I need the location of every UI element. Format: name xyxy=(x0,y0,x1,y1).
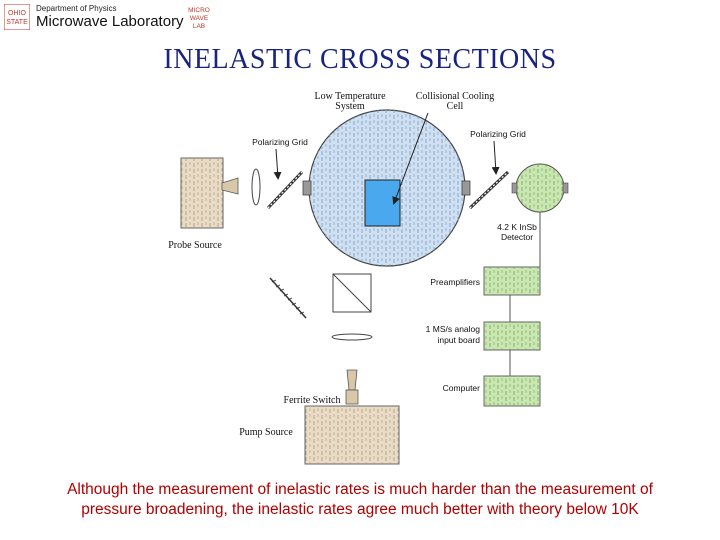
computer-box xyxy=(483,375,541,407)
ferrite-switch xyxy=(345,369,359,405)
university-logo: OHIO STATE xyxy=(4,4,30,30)
experiment-diagram: Low Temperature System Collisional Cooli… xyxy=(168,91,569,465)
cooling-cell-pointer xyxy=(392,112,429,205)
pump-source xyxy=(304,405,400,465)
low-temp-label-1: Low Temperature xyxy=(314,91,386,102)
computer-label: Computer xyxy=(443,383,480,393)
caption-line-2: pressure broadening, the inelastic rates… xyxy=(81,501,639,518)
detector-label-1: 4.2 K InSb xyxy=(497,222,537,232)
lab-logo: MICRO WAVE LAB xyxy=(188,7,210,30)
detector-label-2: Detector xyxy=(501,232,533,242)
insb-detector xyxy=(511,163,569,213)
board-label-2: input board xyxy=(437,335,480,345)
cooling-cell-label-1: Collisional Cooling xyxy=(416,91,495,102)
department-name: Department of Physics xyxy=(36,4,117,13)
polarizing-grid-left-label: Polarizing Grid xyxy=(252,137,308,147)
logo-right-text-1: MICRO xyxy=(188,7,210,14)
probe-source-label: Probe Source xyxy=(168,240,222,251)
polarizing-grid-right-label: Polarizing Grid xyxy=(470,129,526,139)
logo-right-text-3: LAB xyxy=(193,23,205,30)
probe-source xyxy=(180,157,239,229)
cooling-cell-label-2: Cell xyxy=(447,101,464,112)
board-label-1: 1 MS/s analog xyxy=(426,324,481,334)
header: OHIO STATE Department of Physics Microwa… xyxy=(0,0,720,34)
beam-splitter-cube xyxy=(332,273,372,313)
preamplifiers-box xyxy=(483,266,541,296)
polarizing-grid-left-pointer xyxy=(273,148,282,180)
analog-input-board-box xyxy=(483,321,541,351)
ferrite-switch-label: Ferrite Switch xyxy=(284,395,341,406)
low-temp-label-2: System xyxy=(335,101,365,112)
logo-left-text-2: STATE xyxy=(6,19,28,26)
preamplifiers-label: Preamplifiers xyxy=(430,277,480,287)
collisional-cooling-cell xyxy=(364,179,401,227)
logo-right-text-2: WAVE xyxy=(190,15,209,22)
caption-line-1: Although the measurement of inelastic ra… xyxy=(67,481,653,498)
diagonal-mirror xyxy=(269,277,307,319)
lens-pump xyxy=(331,333,373,341)
laboratory-name: Microwave Laboratory xyxy=(36,13,184,30)
polarizing-grid-right-pointer xyxy=(491,140,500,175)
polarizing-grid-right xyxy=(468,170,510,210)
logo-left-text-1: OHIO xyxy=(8,10,26,17)
page-title: INELASTIC CROSS SECTIONS xyxy=(163,44,557,75)
lens-left xyxy=(251,168,261,206)
polarizing-grid-left xyxy=(266,170,304,210)
caption: Although the measurement of inelastic ra… xyxy=(20,480,700,520)
pump-source-label: Pump Source xyxy=(239,427,293,438)
